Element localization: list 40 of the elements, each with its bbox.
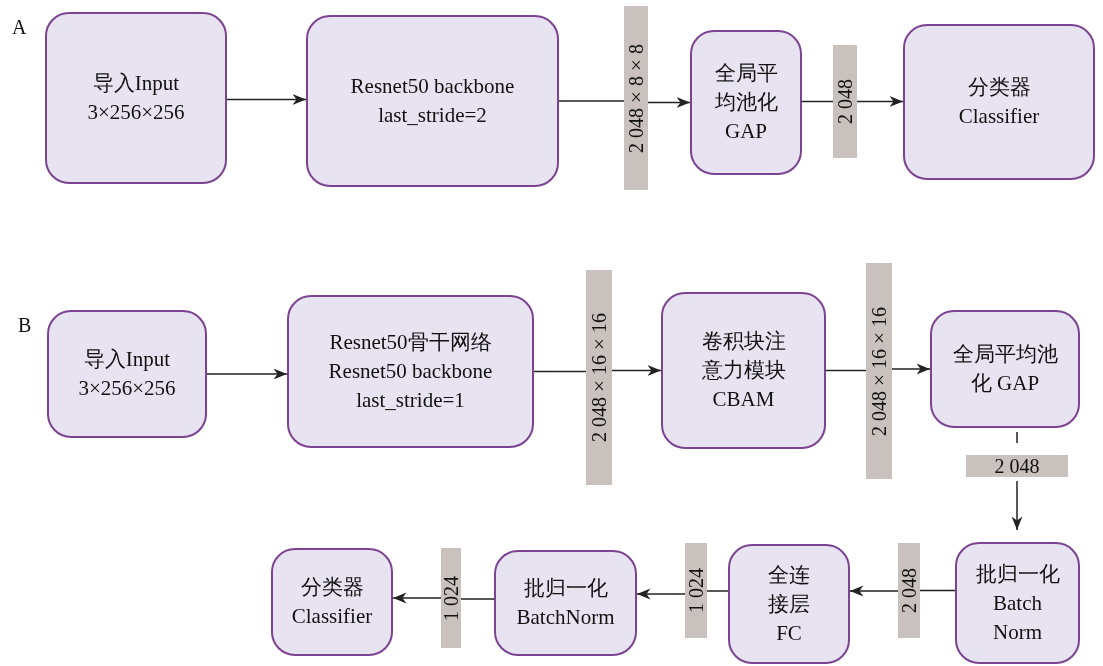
- dimension-bar: 1 024: [441, 548, 461, 648]
- connector-line: [801, 100, 834, 103]
- process-box: 全局平均池化 GAP: [930, 310, 1080, 428]
- arrow: [206, 368, 288, 380]
- arrow: [849, 585, 899, 597]
- connector-line: [706, 590, 729, 592]
- connector-line: [919, 589, 956, 592]
- dimension-bar: 2 048: [966, 455, 1068, 477]
- arrow: [226, 94, 307, 105]
- dimension-bar: 2 048×8×8: [624, 6, 648, 190]
- process-box: 分类器 Classifier: [903, 24, 1095, 180]
- process-box: 卷积块注意力模块 CBAM: [661, 292, 826, 449]
- connector-line: [1016, 431, 1018, 444]
- arrow: [1011, 480, 1023, 531]
- dimension-bar: 2 048×16×16: [866, 263, 892, 479]
- panel-letter: B: [18, 314, 32, 337]
- process-box: Resnet50 backbone last_stride=2: [306, 15, 559, 187]
- arrow: [392, 592, 442, 604]
- arrow: [636, 588, 686, 600]
- connector-line: [533, 370, 587, 373]
- panel-letter: A: [12, 16, 27, 39]
- dimension-bar: 2 048: [833, 45, 857, 158]
- process-box: 全连接层 FC: [728, 544, 850, 664]
- arrow: [891, 363, 931, 375]
- connector-line: [558, 100, 625, 102]
- arrow: [647, 97, 691, 108]
- process-box: Resnet50骨干网络 Resnet50 backbone last_stride=1: [287, 295, 534, 448]
- dimension-bar: 2 048×16×16: [586, 270, 612, 485]
- connector-line: [825, 369, 867, 372]
- arrow: [611, 365, 662, 376]
- process-box: 导入Input 3×256×256: [45, 12, 227, 184]
- dimension-bar: 2 048: [898, 543, 920, 638]
- dimension-bar: 1 024: [685, 543, 707, 638]
- process-box: 导入Input 3×256×256: [47, 310, 207, 438]
- process-box: 批归一化 Batch Norm: [955, 542, 1080, 664]
- process-box: 全局平均池化 GAP: [690, 30, 802, 175]
- process-box: 分类器 Classifier: [271, 548, 393, 656]
- process-box: 批归一化 BatchNorm: [494, 550, 637, 656]
- connector-line: [460, 598, 495, 600]
- arrow: [856, 96, 904, 107]
